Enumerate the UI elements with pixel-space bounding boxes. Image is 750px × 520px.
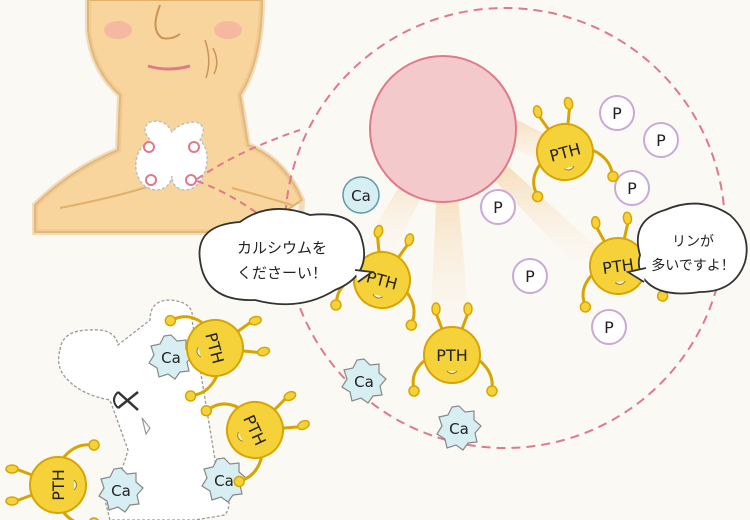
calcium-ion: Ca [341,358,387,404]
phosphate-ion: P [599,95,635,131]
thyroid-gland [135,120,208,191]
phosphate-label: P [612,104,622,123]
phosphate-label: P [656,131,666,150]
pth-group: PTH PTH PTH PTH PTH PTH PTH [4,88,670,520]
parathyroid-cell [369,55,517,203]
phosphate-label: P [627,179,637,198]
pth-character: PTH [407,301,499,398]
pth-label: PTH [601,255,635,278]
phosphate-ion: P [614,170,650,206]
pth-character: PTH [508,88,621,205]
pth-character: PTH [162,291,279,404]
calcium-group: Ca Ca Ca Ca Ca Ca [98,176,482,513]
speech-bubble-right: リンが 多いですよ！ [625,202,748,295]
phosphate-group: P P P P P P [480,95,679,345]
phosphate-ion: P [591,309,627,345]
calcium-ion: Ca [436,405,482,451]
pth-label: PTH [49,469,68,500]
speech-bubble-left: カルシウムを くださーい！ [198,208,375,306]
calcium-label: Ca [351,187,371,205]
speech-text-line: 多いですよ！ [651,257,735,274]
calcium-label: Ca [161,349,181,367]
phosphate-label: P [525,267,535,286]
phosphate-label: P [604,318,614,337]
calcium-ion: Ca [201,457,247,503]
head-neck [32,0,306,235]
calcium-ion: Ca [342,176,380,214]
calcium-ion: Ca [148,334,194,380]
calcium-label: Ca [449,420,469,438]
pth-character: PTH [566,206,670,315]
phosphate-ion: P [480,189,516,225]
speech-text-line: くださーい！ [237,264,327,282]
connector-line-top [196,129,301,180]
calcium-label: Ca [111,482,131,500]
phosphate-ion: P [512,258,548,294]
pth-character: PTH [198,367,323,490]
pth-character: PTH [4,438,101,520]
calcium-label: Ca [214,472,234,490]
phosphate-label: P [493,198,503,217]
calcium-label: Ca [354,373,374,391]
phosphate-ion: P [643,122,679,158]
speech-text-line: リンが [672,234,714,250]
speech-text-line: カルシウムを [237,239,327,257]
pth-label: PTH [436,346,467,365]
calcium-ion: Ca [98,467,144,513]
